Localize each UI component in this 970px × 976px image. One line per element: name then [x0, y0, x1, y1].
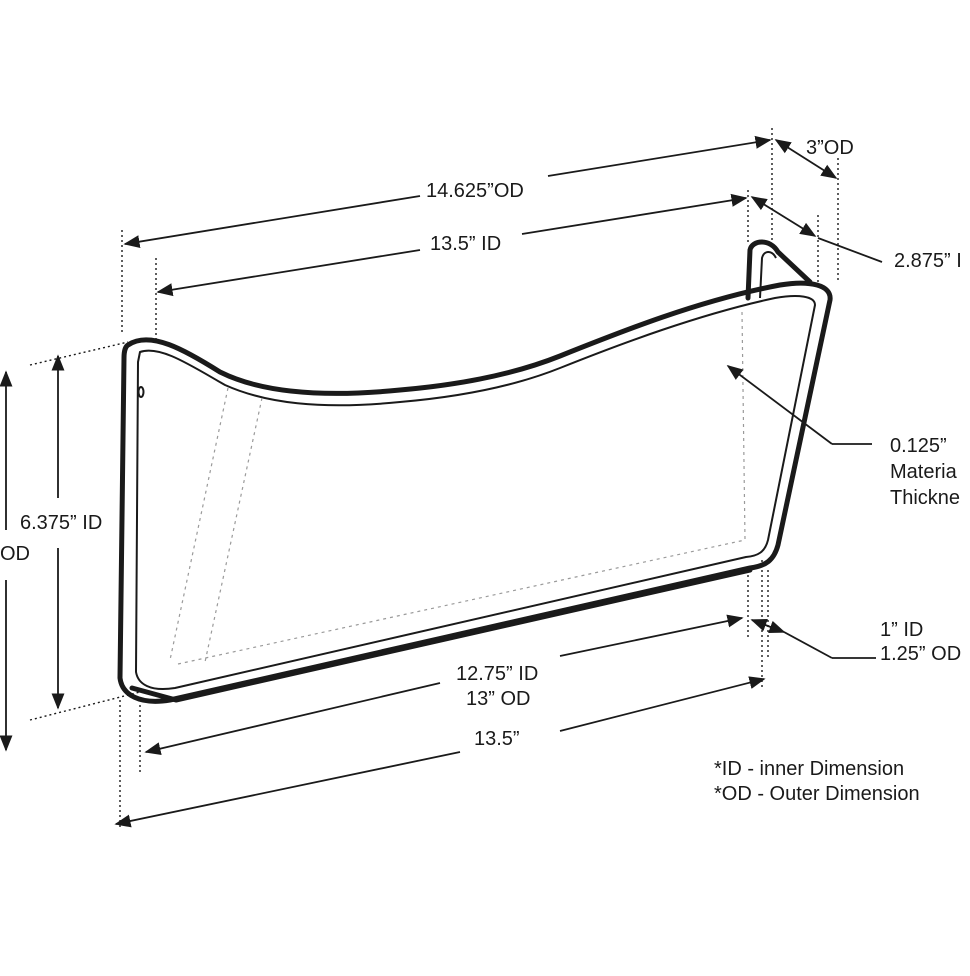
legend-od-note: *OD - Outer Dimension: [714, 783, 920, 805]
bottom-od-width-label: 13” OD: [466, 688, 530, 710]
interior-fold-left: [169, 387, 229, 661]
outer-height-label: OD: [0, 543, 30, 565]
interior-right: [741, 311, 746, 541]
pocket-back-tab: [745, 239, 813, 301]
legend: *ID - inner Dimension *OD - Outer Dimens…: [714, 758, 920, 805]
dimension-arrows: [0, 135, 883, 828]
bottom-od-depth-label: 1.25” OD: [880, 643, 961, 665]
inner-width-label: 13.5” ID: [430, 233, 501, 255]
pocket-inner-rim: [135, 295, 816, 690]
material-thickness-line2: Materia: [890, 461, 958, 483]
dimension-labels: 3”OD 14.625”OD 13.5” ID 2.875” I 0.125” …: [0, 137, 962, 750]
interior-fold-left-2: [204, 397, 263, 663]
pocket-back-tab-inner: [759, 251, 777, 299]
outer-width-label: 14.625”OD: [426, 180, 524, 202]
material-thickness-value: 0.125”: [890, 435, 947, 457]
material-thickness-line3: Thickne: [890, 487, 960, 509]
id-depth-label: 2.875” I: [894, 250, 962, 272]
pocket-rim: [117, 280, 833, 704]
inner-height-label: 6.375” ID: [20, 512, 102, 534]
bottom-id-width-label: 12.75” ID: [456, 663, 538, 685]
interior-floor: [177, 539, 746, 665]
bottom-id-depth-label: 1” ID: [880, 619, 923, 641]
legend-id-note: *ID - inner Dimension: [714, 758, 904, 780]
hanging-hole-icon: [137, 386, 145, 398]
od-depth-label: 3”OD: [806, 137, 854, 159]
base-width-label: 13.5”: [474, 728, 520, 750]
file-pocket-outline: [117, 239, 833, 704]
pocket-bottom-edge: [129, 567, 753, 703]
